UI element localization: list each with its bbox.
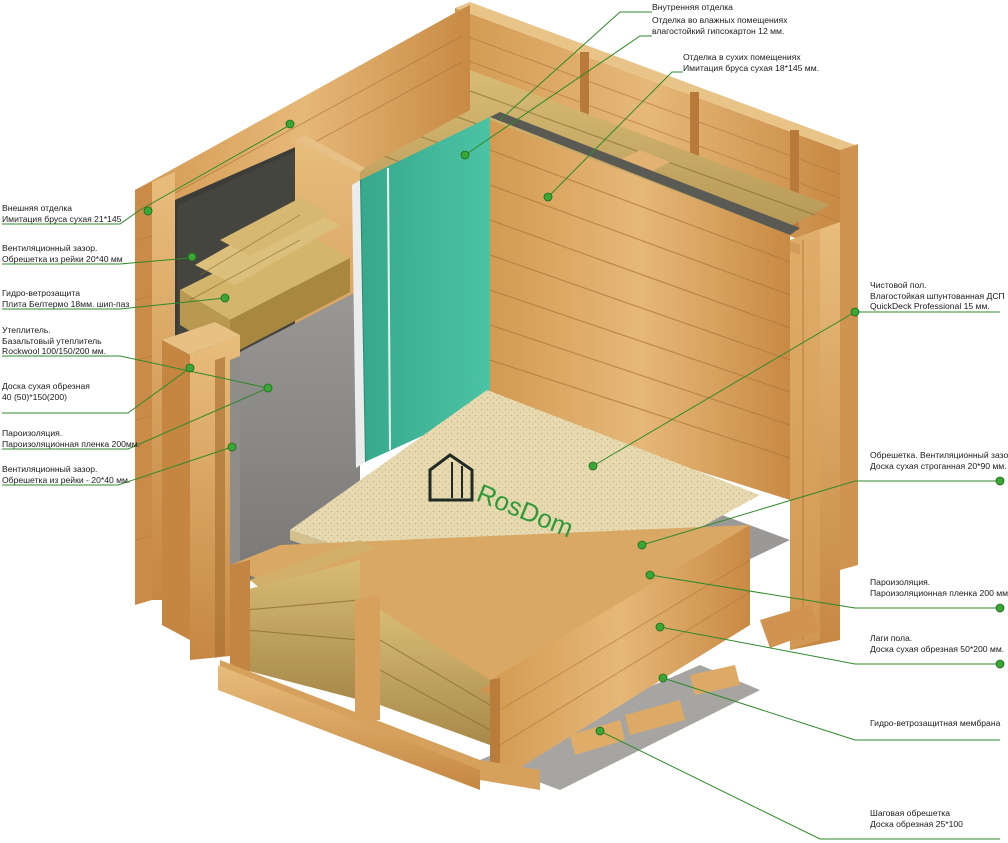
dot-floor-battens-dot <box>995 476 1005 486</box>
dot-vent-gap-1 <box>187 252 197 262</box>
label-wind-barrier: Гидро-ветрозащита Плита Белтермо 18мм. ш… <box>2 288 130 309</box>
leader-vent-gap-1 <box>2 257 191 265</box>
left-front-column <box>162 322 240 660</box>
label-vent-gap-2: Вентиляционный зазор. Обрешетка из рейки… <box>2 464 131 485</box>
leader-vent-gap-2 <box>2 446 233 486</box>
dot-step-battens <box>595 726 605 736</box>
leader-wind-barrier <box>2 297 226 310</box>
label-vapor-barrier-wall: Пароизоляция. Пароизоляционная пленка 20… <box>2 428 141 449</box>
leader-wet-rooms <box>464 35 652 156</box>
label-vapor-barrier-floor: Пароизоляция. Пароизоляционная пленка 20… <box>870 577 1008 598</box>
label-insulation: Утеплитель. Базальтовый утеплитель Rockw… <box>2 325 107 356</box>
dot-floor-joists <box>655 622 665 632</box>
leader-exterior-finish-2 <box>139 124 291 211</box>
dot-exterior-finish <box>143 206 153 216</box>
label-floor-joists: Лаги пола. Доска сухая обрезная 50*200 м… <box>870 633 1005 654</box>
interior-paneling <box>489 112 800 500</box>
leader-insulation <box>2 355 269 389</box>
leader-exterior-finish <box>2 209 141 225</box>
label-floor-battens: Обрешетка. Вентиляционный зазор. Доска с… <box>870 450 1008 471</box>
leader-vapor-barrier-wall <box>2 387 269 450</box>
dot-wet-rooms <box>460 150 470 160</box>
dot-dry-rooms <box>543 192 553 202</box>
leader-interior-finish <box>499 11 652 121</box>
dot-wind-membrane <box>658 673 668 683</box>
leader-floor-battens <box>641 480 1000 546</box>
logo-house-icon <box>428 453 474 502</box>
dot-wind-barrier <box>220 293 230 303</box>
leader-dots <box>143 119 1005 736</box>
leader-dry-board <box>2 367 191 414</box>
label-dry-board: Доска сухая обрезная 40 (50)*150(200) <box>2 381 90 402</box>
right-wall-outer <box>760 144 858 650</box>
label-vent-gap-1: Вентиляционный зазор. Обрешетка из рейки… <box>2 243 123 264</box>
dot-finish-floor-dot <box>850 307 860 317</box>
label-exterior-finish: Внешняя отделка Имитация бруса сухая 21*… <box>2 203 122 224</box>
leader-step-battens <box>599 730 1000 840</box>
dot-finish-floor <box>588 461 598 471</box>
label-step-battens: Шаговая обрешетка Доска обрезная 25*100 <box>870 808 963 829</box>
dot-dry-board <box>185 363 195 373</box>
dot-vapor-floor-dot <box>995 603 1005 613</box>
label-interior-finish: Внутренняя отделка <box>652 2 733 12</box>
leader-wind-membrane <box>662 677 1000 741</box>
label-wet-rooms: Отделка во влажных помещениях влагостойк… <box>652 15 788 36</box>
leader-dry-rooms <box>547 71 683 198</box>
label-dry-rooms: Отделка в сухих помещениях Имитация брус… <box>683 52 819 73</box>
gypsum-board <box>352 117 490 468</box>
dot-vent-gap-2 <box>227 442 237 452</box>
dot-exterior-finish-2 <box>285 119 295 129</box>
dot-floor-joists-dot <box>995 659 1005 669</box>
dot-floor-battens <box>637 540 647 550</box>
dot-vapor-barrier-floor <box>645 570 655 580</box>
floor-joists <box>218 525 751 790</box>
label-finish-floor: Чистовой пол. Влагостойкая шпунтованная … <box>870 280 1005 311</box>
leader-vapor-barrier-floor <box>649 574 1000 609</box>
label-wind-membrane: Гидро-ветрозащитная мембрана <box>870 718 1001 728</box>
dot-vapor-barrier-wall <box>263 383 273 393</box>
leader-floor-joists <box>659 626 1000 665</box>
